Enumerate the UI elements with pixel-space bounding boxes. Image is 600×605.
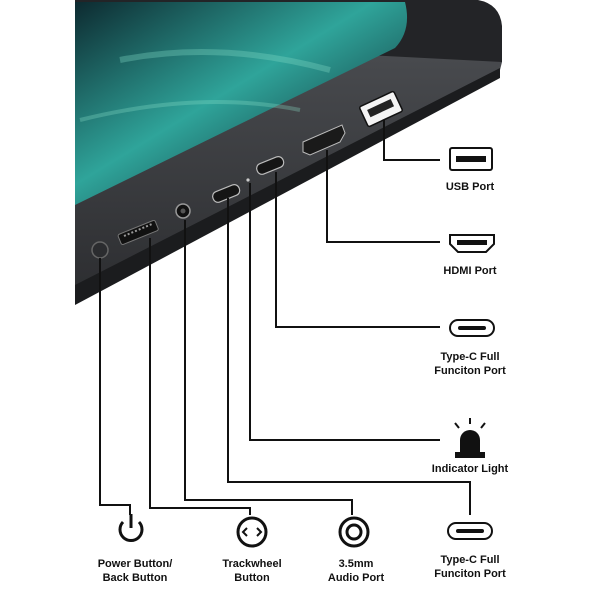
indicator-light-label: Indicator Light: [431, 463, 509, 475]
device-ports: [91, 90, 403, 259]
power-knob: [91, 241, 109, 259]
power-icon: [118, 514, 144, 542]
usb-leader: [383, 120, 440, 161]
hdmi-leader: [326, 150, 440, 243]
audio-jack-icon: [338, 516, 370, 548]
monitor-body: [75, 0, 502, 305]
hdmi-port-icon: [449, 234, 495, 253]
audio-leader: [184, 220, 353, 515]
alarm-light-icon: [454, 418, 486, 458]
leader-lines: [99, 120, 471, 515]
trackwheel-leader: [149, 238, 251, 515]
indicator-led: [246, 178, 250, 182]
screen-display: [75, 2, 408, 205]
hdmi-port-label: HDMI Port: [443, 265, 497, 277]
typec-lower-label: Type-C Full Funciton Port: [434, 554, 506, 580]
trackwheel-icon: [236, 516, 268, 548]
type-c-port-icon-lower: [447, 522, 493, 540]
hdmi-socket: [302, 124, 346, 156]
power-button-label: Power Button/ Back Button: [97, 558, 173, 584]
typec-upper-label: Type-C Full Funciton Port: [434, 351, 506, 377]
typec-upper-leader: [275, 172, 440, 328]
usb-port-icon: [449, 147, 493, 171]
typec-lower-leader: [227, 198, 471, 515]
indicator-leader: [249, 183, 440, 441]
type-c-port-icon-upper: [449, 319, 495, 337]
typec-socket-upper: [256, 156, 285, 175]
power-leader: [99, 258, 131, 515]
usb-port-label: USB Port: [445, 181, 495, 193]
audio-port-label: 3.5mm Audio Port: [327, 558, 385, 584]
trackwheel-label: Trackwheel Button: [222, 558, 282, 584]
